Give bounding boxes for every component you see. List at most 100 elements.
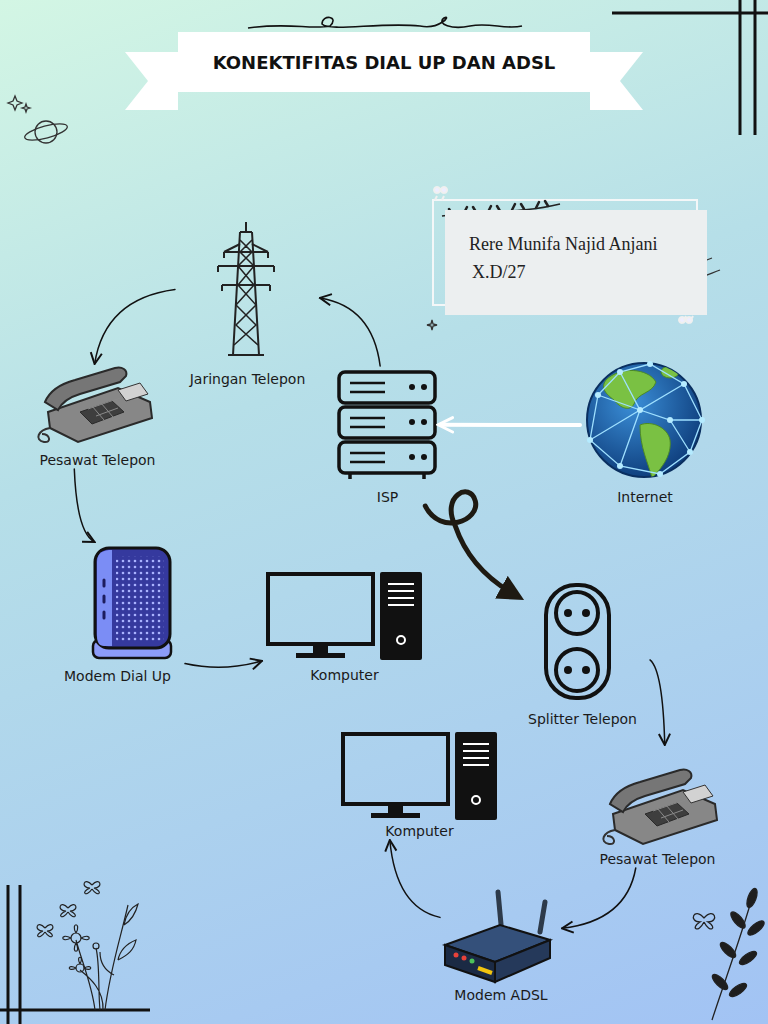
leaf (729, 910, 748, 930)
sparkle (22, 104, 30, 112)
server-unit (339, 372, 435, 403)
node-label: Internet (617, 488, 673, 506)
modem-node: Modem Dial Up (50, 542, 185, 685)
node-label: Modem ADSL (454, 986, 547, 1004)
planet-ring (23, 121, 69, 144)
quote-mark (434, 187, 447, 200)
flower-doodle (37, 882, 138, 1010)
node-label: Komputer (385, 822, 453, 840)
stems (76, 905, 128, 1010)
node-label: Pesawat Telepon (39, 451, 155, 469)
server-lines (350, 383, 385, 462)
title-vine (248, 17, 522, 28)
flow-arrow (425, 492, 515, 595)
title-banner (125, 17, 643, 110)
net-dot (595, 392, 601, 398)
globe-icon (587, 361, 705, 478)
tower-bracing (234, 240, 258, 345)
leaf (728, 981, 749, 999)
flow-arrow (650, 660, 665, 745)
butterfly (37, 925, 53, 937)
server-unit (339, 442, 435, 473)
butterfly (84, 882, 100, 894)
title-text: KONEKTIFITAS DIAL UP DAN ADSL (178, 32, 590, 92)
leaf (746, 919, 766, 938)
flow-arrow (390, 840, 440, 917)
flow-arrow (95, 289, 175, 364)
status-light (470, 959, 475, 964)
led (421, 454, 427, 460)
computer-node: Komputer (337, 728, 502, 840)
flower (71, 933, 81, 943)
modem-grille (116, 556, 164, 642)
status-light (462, 956, 467, 961)
leaf (710, 972, 730, 992)
status-strip (478, 968, 492, 973)
socket (556, 649, 598, 691)
card-decoration (433, 187, 720, 323)
computer-icon (268, 572, 422, 660)
telephone-icon (38, 367, 152, 442)
telephone-node: Pesawat Telepon (585, 745, 730, 868)
led (421, 419, 427, 425)
status-light (454, 953, 459, 958)
server-leds (409, 384, 427, 460)
leaf (738, 949, 759, 967)
network-lines (590, 364, 702, 474)
splitter-body (546, 585, 609, 698)
petals (63, 925, 90, 952)
modem-node: Modem ADSL (440, 882, 562, 1004)
net-dot (681, 381, 687, 387)
network-nodes (587, 361, 705, 477)
flow-arrow (320, 298, 380, 366)
ribbon-tail (590, 52, 643, 110)
flow-arrow (562, 868, 636, 928)
server-feet (350, 473, 424, 479)
ribbon-tail (125, 52, 178, 110)
dialup-modem-icon (93, 548, 171, 658)
computer-node: Komputer (262, 568, 427, 684)
quote-mark (679, 316, 693, 323)
socket-hole (582, 609, 590, 617)
leaf (718, 940, 738, 960)
corner-line (0, 885, 150, 1024)
sparkle (427, 320, 437, 330)
telephone-node: Pesawat Telepon (25, 364, 170, 469)
net-dot (637, 407, 643, 413)
globe (587, 363, 701, 477)
modem-front (97, 550, 112, 646)
author-name: Rere Munifa Najid Anjani (469, 230, 657, 258)
socket-hole (582, 666, 590, 674)
flow-arrow (74, 469, 94, 542)
flow-arrow (440, 423, 580, 427)
node-label: Jaringan Telepon (190, 370, 306, 388)
net-dot (667, 417, 673, 423)
butterfly (60, 905, 76, 917)
socket-hole (564, 609, 572, 617)
socket (556, 592, 598, 634)
net-dot (587, 437, 593, 443)
splitter-node: Splitter Telepon (515, 580, 650, 728)
server-icon (339, 372, 435, 479)
modem-lights (103, 580, 106, 618)
net-dot (657, 471, 663, 477)
led (409, 454, 415, 460)
petals (69, 957, 91, 969)
node-label: ISP (377, 488, 398, 506)
modem-front (445, 945, 495, 982)
net-dot (699, 417, 705, 423)
name-card: Rere Munifa Najid AnjaniX.D/27 (445, 210, 707, 315)
net-dot (647, 361, 653, 367)
tower-icon (218, 222, 274, 355)
internet-node: Internet (580, 356, 710, 506)
flow-arrow (185, 661, 262, 667)
net-dot (687, 449, 693, 455)
net-dot (617, 369, 623, 375)
server-node: ISP (335, 366, 440, 506)
modem-side (495, 940, 550, 982)
leaf (745, 887, 759, 909)
